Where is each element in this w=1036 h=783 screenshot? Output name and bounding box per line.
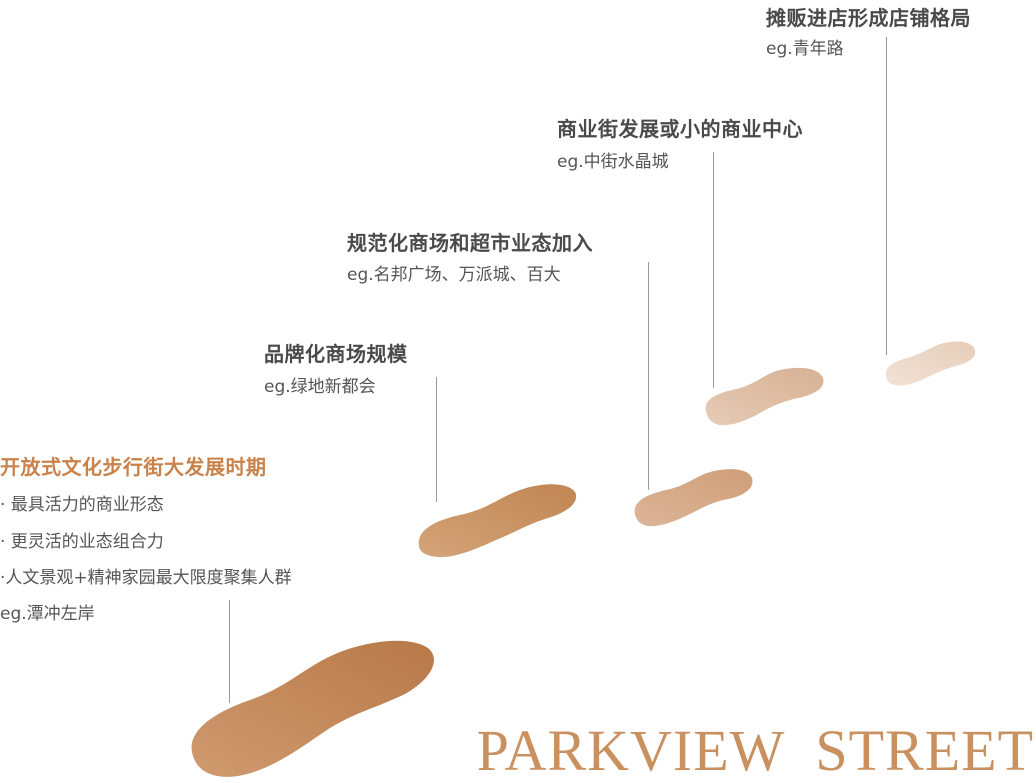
connector-line-3: [648, 262, 649, 490]
stage-1-title: 开放式文化步行街大发展时期: [0, 455, 267, 479]
footprint-1: [191, 640, 434, 777]
footprint-3: [634, 469, 753, 527]
stage-3-example: eg.名邦广场、万派城、百大: [347, 265, 561, 285]
stage-1-example: eg.潭冲左岸: [0, 604, 95, 624]
stage-5-title: 摊贩进店形成店铺格局: [766, 6, 971, 30]
stage-1-bullet-3: ·人文景观+精神家园最大限度聚集人群: [0, 568, 292, 588]
footprint-5: [885, 341, 976, 386]
stage-4-example: eg.中街水晶城: [557, 152, 669, 172]
footprint-2: [418, 484, 577, 558]
stage-1-bullet-2: · 更灵活的业态组合力: [0, 532, 164, 552]
stage-2-title: 品牌化商场规模: [264, 342, 408, 366]
connector-line-5: [886, 37, 887, 355]
connector-line-1: [229, 600, 230, 703]
stage-3-title: 规范化商场和超市业态加入: [347, 231, 593, 255]
stage-1-bullet-1: · 最具活力的商业形态: [0, 495, 164, 515]
footprint-4: [705, 367, 824, 426]
connector-line-2: [436, 377, 437, 502]
stage-2-example: eg.绿地新都会: [264, 377, 376, 397]
stage-5-example: eg.青年路: [766, 39, 844, 59]
brand-logo-text: PARKVIEW STREET: [476, 718, 1034, 783]
stage-4-title: 商业街发展或小的商业中心: [557, 117, 803, 141]
connector-line-4: [713, 152, 714, 388]
